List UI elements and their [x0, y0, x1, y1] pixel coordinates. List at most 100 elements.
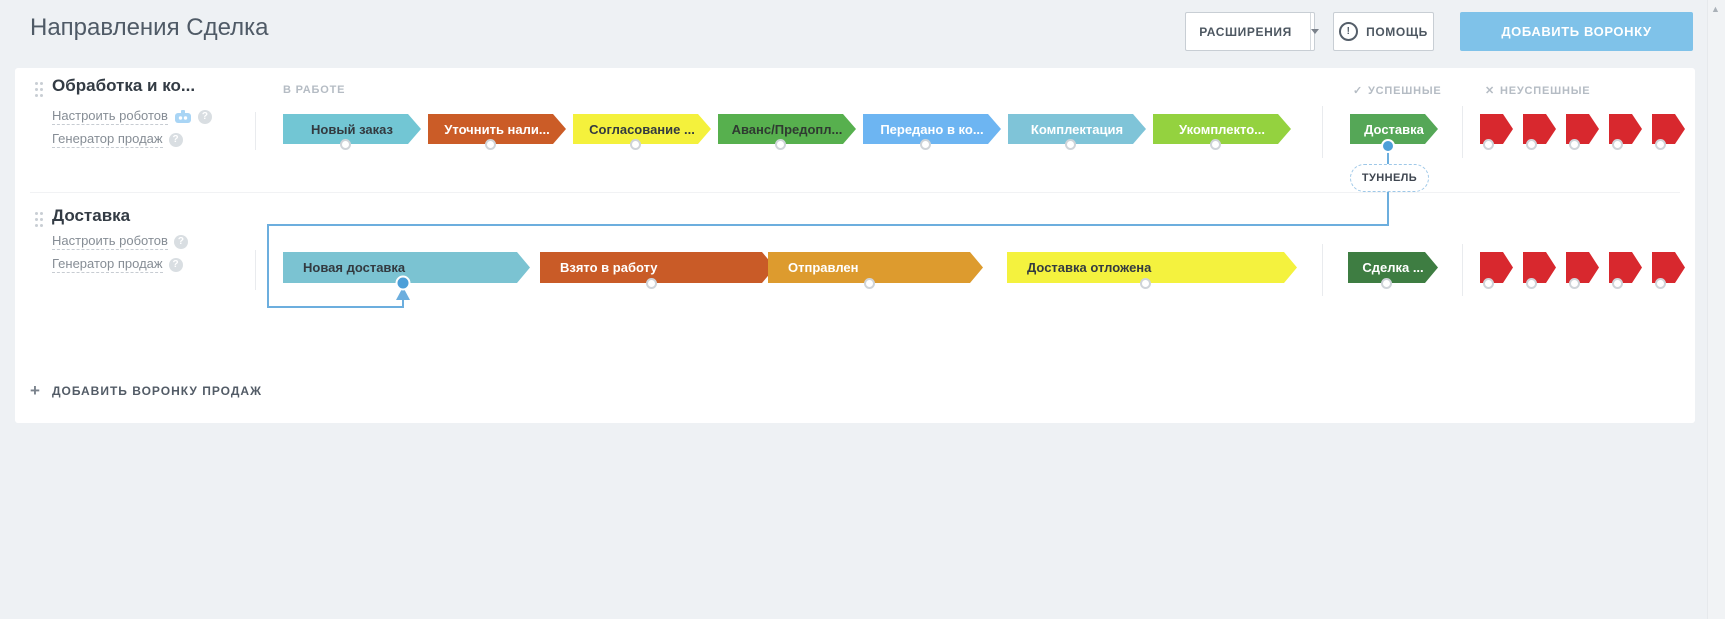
scroll-up-icon[interactable]: ▲	[1711, 4, 1720, 14]
page-title: Направления Сделка	[30, 14, 269, 41]
stage-connector-dot[interactable]	[1381, 278, 1392, 289]
stage-chip-body[interactable]: Доставка отложена	[1007, 252, 1297, 283]
divider	[255, 112, 256, 150]
fail-stage-chip	[1652, 114, 1685, 150]
stage-chip-body[interactable]: Доставка	[1350, 114, 1438, 144]
plus-icon: +	[30, 381, 40, 400]
help-question-icon[interactable]: ?	[168, 257, 183, 272]
stage-connector-dot[interactable]	[1483, 278, 1494, 289]
divider	[1462, 106, 1463, 158]
in-progress-section-label: В РАБОТЕ	[283, 84, 346, 96]
stage-chip: Уточнить нали...	[428, 114, 566, 150]
stage-connector-dot[interactable]	[1526, 278, 1537, 289]
stage-connector-dot[interactable]	[920, 139, 931, 150]
stage-connector-dot[interactable]	[630, 139, 641, 150]
pipeline-row-delivery: Доставка Настроить роботов ? Генератор п…	[15, 192, 1695, 322]
stage-connector-dot[interactable]	[1612, 139, 1623, 150]
fail-stage-chip	[1609, 252, 1642, 289]
stage-chip: Передано в ко...	[863, 114, 1001, 150]
fail-stage-chip	[1566, 252, 1599, 289]
pipeline-title[interactable]: Обработка и ко...	[52, 76, 196, 95]
fail-stage-chip	[1609, 114, 1642, 150]
help-question-icon[interactable]: ?	[173, 234, 188, 249]
stage-chip: Аванс/Предопл...	[718, 114, 856, 150]
stage-chip-body[interactable]: Уточнить нали...	[428, 114, 566, 144]
stage-connector-dot[interactable]	[1483, 139, 1494, 150]
stage-connector-dot[interactable]	[775, 139, 786, 150]
stage-chip-body[interactable]: Согласование ...	[573, 114, 711, 144]
success-stage-chip: Доставка	[1350, 114, 1438, 144]
drag-handle-icon[interactable]	[35, 212, 38, 215]
fail-stage-chip	[1566, 114, 1599, 150]
stage-chip-body[interactable]: Отправлен	[768, 252, 983, 283]
stage-chip-body[interactable]: Сделка ...	[1348, 252, 1438, 283]
configure-robots-link[interactable]: Настроить роботов ?	[52, 108, 212, 125]
divider	[30, 192, 1680, 193]
stage-chip-body[interactable]: Аванс/Предопл...	[718, 114, 856, 144]
divider	[1322, 106, 1323, 158]
extensions-button[interactable]: РАСШИРЕНИЯ	[1185, 12, 1319, 51]
stage-chip-body[interactable]: Укомплекто...	[1153, 114, 1291, 144]
divider	[1462, 244, 1463, 296]
configure-robots-link[interactable]: Настроить роботов ?	[52, 233, 188, 250]
stage-connector-dot[interactable]	[1210, 139, 1221, 150]
stage-connector-dot[interactable]	[1655, 139, 1666, 150]
tunnel-badge[interactable]: ТУННЕЛЬ	[1350, 164, 1429, 192]
stage-connector-dot[interactable]	[1526, 139, 1537, 150]
add-funnel-button-label: ДОБАВИТЬ ВОРОНКУ	[1501, 24, 1652, 39]
stage-chip-body[interactable]: Передано в ко...	[863, 114, 1001, 144]
stage-connector-dot[interactable]	[863, 278, 875, 289]
stage-chip: Новая доставка	[283, 252, 530, 283]
stage-chip: Доставка отложена	[1007, 252, 1297, 289]
stage-chip-body[interactable]: Взято в работу	[540, 252, 775, 283]
stage-connector-dot[interactable]	[340, 139, 351, 150]
extensions-button-label[interactable]: РАСШИРЕНИЯ	[1199, 24, 1292, 39]
stage-chip-body[interactable]: Новый заказ	[283, 114, 421, 144]
funnels-card: Обработка и ко... Настроить роботов ? Ге…	[15, 68, 1695, 423]
stage-chip: Новый заказ	[283, 114, 421, 150]
stage-connector-dot[interactable]	[1569, 139, 1580, 150]
fail-stage-chip	[1480, 114, 1513, 150]
check-icon: ✓	[1353, 85, 1364, 97]
chevron-down-icon	[1310, 29, 1319, 34]
add-funnel-button[interactable]: ДОБАВИТЬ ВОРОНКУ	[1460, 12, 1693, 51]
extensions-dropdown-toggle[interactable]	[1309, 13, 1319, 50]
vertical-scrollbar[interactable]: ▲	[1707, 0, 1725, 619]
fail-stage-chip	[1523, 252, 1556, 289]
help-button[interactable]: ! ПОМОЩЬ	[1333, 12, 1434, 51]
stage-connector-dot[interactable]	[485, 139, 496, 150]
stage-connector-dot[interactable]	[645, 278, 657, 289]
fail-stage-chip	[1480, 252, 1513, 289]
stage-connector-dot[interactable]	[1140, 278, 1151, 289]
success-stage-chip: Сделка ...	[1348, 252, 1438, 289]
add-sales-funnel-link[interactable]: + ДОБАВИТЬ ВОРОНКУ ПРОДАЖ	[30, 381, 262, 400]
stage-chip: Согласование ...	[573, 114, 711, 150]
stage-connector-dot[interactable]	[1065, 139, 1076, 150]
stage-chip: Отправлен	[768, 252, 983, 289]
stage-chip: Комплектация	[1008, 114, 1146, 150]
fail-stage-chip	[1652, 252, 1685, 289]
stage-connector-dot[interactable]	[1655, 278, 1666, 289]
stage-chip-body[interactable]: Комплектация	[1008, 114, 1146, 144]
stage-connector-dot[interactable]	[1612, 278, 1623, 289]
stage-chip-body[interactable]: Новая доставка	[283, 252, 530, 283]
divider	[255, 250, 256, 290]
robot-icon	[174, 109, 191, 123]
divider	[1322, 244, 1323, 296]
stage-connector-dot[interactable]	[1569, 278, 1580, 289]
drag-handle-icon[interactable]	[35, 82, 38, 85]
fail-stage-chip	[1523, 114, 1556, 150]
sales-generator-link[interactable]: Генератор продаж ?	[52, 256, 183, 273]
unsuccessful-section-label: ✕ НЕУСПЕШНЫЕ	[1485, 84, 1591, 98]
sales-generator-link[interactable]: Генератор продаж ?	[52, 131, 183, 148]
pipeline-row-processing: Обработка и ко... Настроить роботов ? Ге…	[15, 68, 1695, 192]
pipeline-title[interactable]: Доставка	[52, 206, 131, 225]
help-button-label: ПОМОЩЬ	[1366, 24, 1428, 39]
cross-icon: ✕	[1485, 85, 1496, 97]
help-question-icon[interactable]: ?	[197, 109, 212, 124]
help-exclamation-icon: !	[1339, 22, 1359, 41]
help-question-icon[interactable]: ?	[168, 132, 183, 147]
stage-chip: Взято в работу	[540, 252, 775, 289]
successful-section-label: ✓ УСПЕШНЫЕ	[1353, 84, 1442, 98]
